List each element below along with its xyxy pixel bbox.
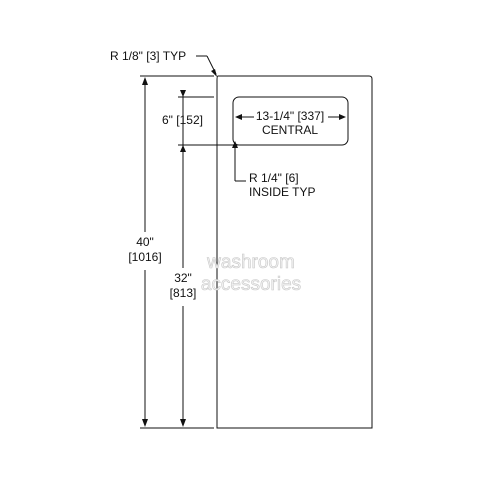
corner-radius-label: R 1/8" [3] TYP [110, 49, 186, 63]
inside-radius-leader [232, 141, 246, 182]
overall-height-imperial: 40" [136, 235, 154, 249]
watermark-line-1: washroom [206, 252, 295, 273]
opening-width-label: 13-1/4" [337] [256, 109, 324, 123]
corner-radius-leader [196, 55, 217, 77]
opening-offset-dimension [180, 90, 186, 152]
lower-height-metric: [813] [170, 286, 197, 300]
overall-height-metric: [1016] [128, 250, 161, 264]
inside-radius-label-1: R 1/4" [6] [249, 171, 299, 185]
opening-width-dimension [235, 114, 346, 120]
inside-radius-label-2: INSIDE TYP [249, 185, 315, 199]
watermark-line-2: accessories [201, 274, 301, 295]
window-opening [232, 96, 349, 146]
lower-height-dimension [180, 150, 186, 427]
opening-offset-label: 6" [152] [162, 113, 203, 127]
panel-outline [216, 75, 373, 429]
lower-height-imperial: 32" [174, 271, 192, 285]
opening-position-label: CENTRAL [262, 123, 318, 137]
overall-height-dimension [142, 77, 148, 427]
